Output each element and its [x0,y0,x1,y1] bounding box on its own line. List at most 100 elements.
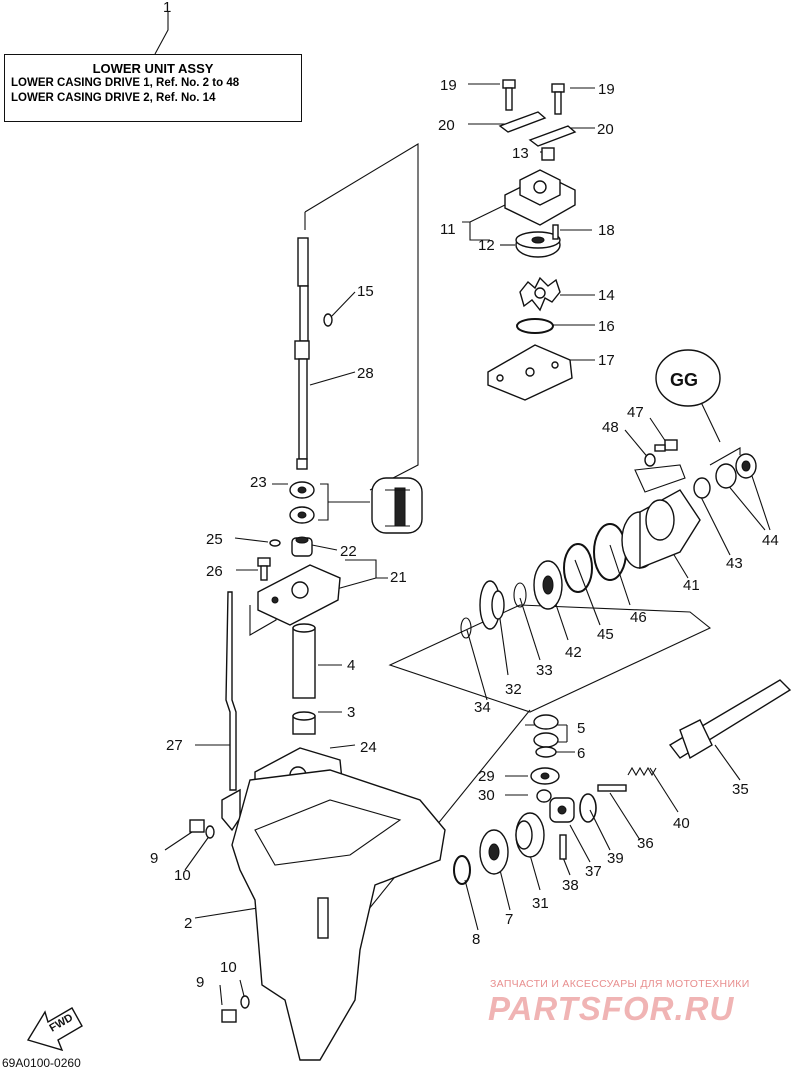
shim-6 [535,746,557,758]
callout: 13 [512,145,529,162]
callout: 21 [390,569,407,586]
callout: 42 [565,644,582,661]
plate-20-right [528,125,577,147]
drive-shaft-28 [294,237,310,470]
callout: 5 [577,720,585,737]
callout: 39 [607,850,624,867]
bearing-5 [533,714,559,748]
callout: 29 [478,768,495,785]
parts: GG FWD [26,79,792,1061]
callout: 7 [505,911,513,928]
callout: 8 [472,931,480,948]
callout: 19 [598,81,615,98]
bolt-9-upper [189,819,205,833]
callout: 19 [440,77,457,94]
callout: 16 [598,318,615,335]
leader-lines [154,12,771,1006]
callout: 43 [726,555,743,572]
housing-41 [621,489,701,570]
callout: 48 [602,419,619,436]
callout: 37 [585,863,602,880]
callout: 4 [347,657,355,674]
sealant-label: GG [670,370,698,390]
callout: 12 [478,237,495,254]
callout: 41 [683,577,700,594]
callout: 46 [630,609,647,626]
fwd-arrow: FWD [26,1007,83,1052]
assembly-title-box: LOWER UNIT ASSY LOWER CASING DRIVE 1, Re… [4,54,302,122]
plate-20-left [498,111,547,133]
washer-25 [269,539,281,547]
callout: 22 [340,543,357,560]
bearings-23 [289,481,315,524]
bushing-22 [291,536,313,557]
assembly-heading: LOWER UNIT ASSY [92,61,214,76]
grommet-13 [541,147,555,161]
gear-32 [479,580,505,630]
spring-40 [627,766,657,777]
callout: 9 [150,850,158,867]
watermark-tagline: ЗАПЧАСТИ И АКСЕССУАРЫ ДЛЯ МОТОТЕХНИКИ [490,978,750,990]
shim-39 [579,793,597,823]
bolt-19-left [502,79,516,111]
shim-8 [453,855,471,885]
propeller-shaft-35 [668,679,792,760]
sleeve-4 [292,623,316,699]
callout: 17 [598,352,615,369]
callout-numbers: 1 19 19 20 20 13 11 12 18 14 16 17 15 28… [150,0,779,991]
gear-31 [515,812,545,858]
callout: 10 [174,867,191,884]
callout: 18 [598,222,615,239]
callout: 26 [206,563,223,580]
callout: 1 [163,0,171,16]
gear-29 [530,767,560,785]
callout: 45 [597,626,614,643]
callout: 38 [562,877,579,894]
callout: 32 [505,681,522,698]
clutch-37 [549,797,575,823]
washer-48 [644,453,656,467]
washer-10-lower [240,995,250,1009]
callout: 27 [166,737,183,754]
callout: 47 [627,404,644,421]
callout: 31 [532,895,549,912]
callout: 23 [250,474,267,491]
callout: 20 [597,121,614,138]
callout: 9 [196,974,204,991]
lower-casing-2 [231,769,446,1061]
callout: 11 [440,221,456,238]
callout: 25 [206,531,223,548]
callout: 44 [762,532,779,549]
diagram-code: 69A0100-0260 [2,1056,81,1070]
casing-drive-2-note: LOWER CASING DRIVE 2, Ref. No. 14 [11,92,216,104]
callout: 20 [438,117,455,134]
washer-10-upper [205,825,215,839]
callout: 35 [732,781,749,798]
pin-18 [552,224,559,240]
shim-34 [460,617,472,639]
seal-detail-inset [371,477,423,534]
sealant-icon: GG [655,349,721,407]
bolt-26 [257,557,271,581]
callout: 3 [347,704,355,721]
nut-30 [536,789,552,803]
callout: 24 [360,739,377,756]
bearing-42 [533,560,563,610]
pin-38 [559,834,567,860]
bolt-9-lower [221,1009,237,1023]
shift-rod-27 [221,591,241,832]
pin-36 [597,784,627,792]
callout: 30 [478,787,495,804]
oring-46 [593,523,627,581]
callout: 33 [536,662,553,679]
sleeve-3 [292,711,316,735]
casing-drive-1-note: LOWER CASING DRIVE 1, Ref. No. 2 to 48 [11,77,240,89]
bolt-19-right [551,83,565,115]
callout: 34 [474,699,491,716]
watermark-logo: PARTSFOR.RU [488,990,735,1027]
callout: 28 [357,365,374,382]
seals-44 [715,453,757,489]
oring-45 [563,543,593,593]
oring-16 [516,318,554,334]
